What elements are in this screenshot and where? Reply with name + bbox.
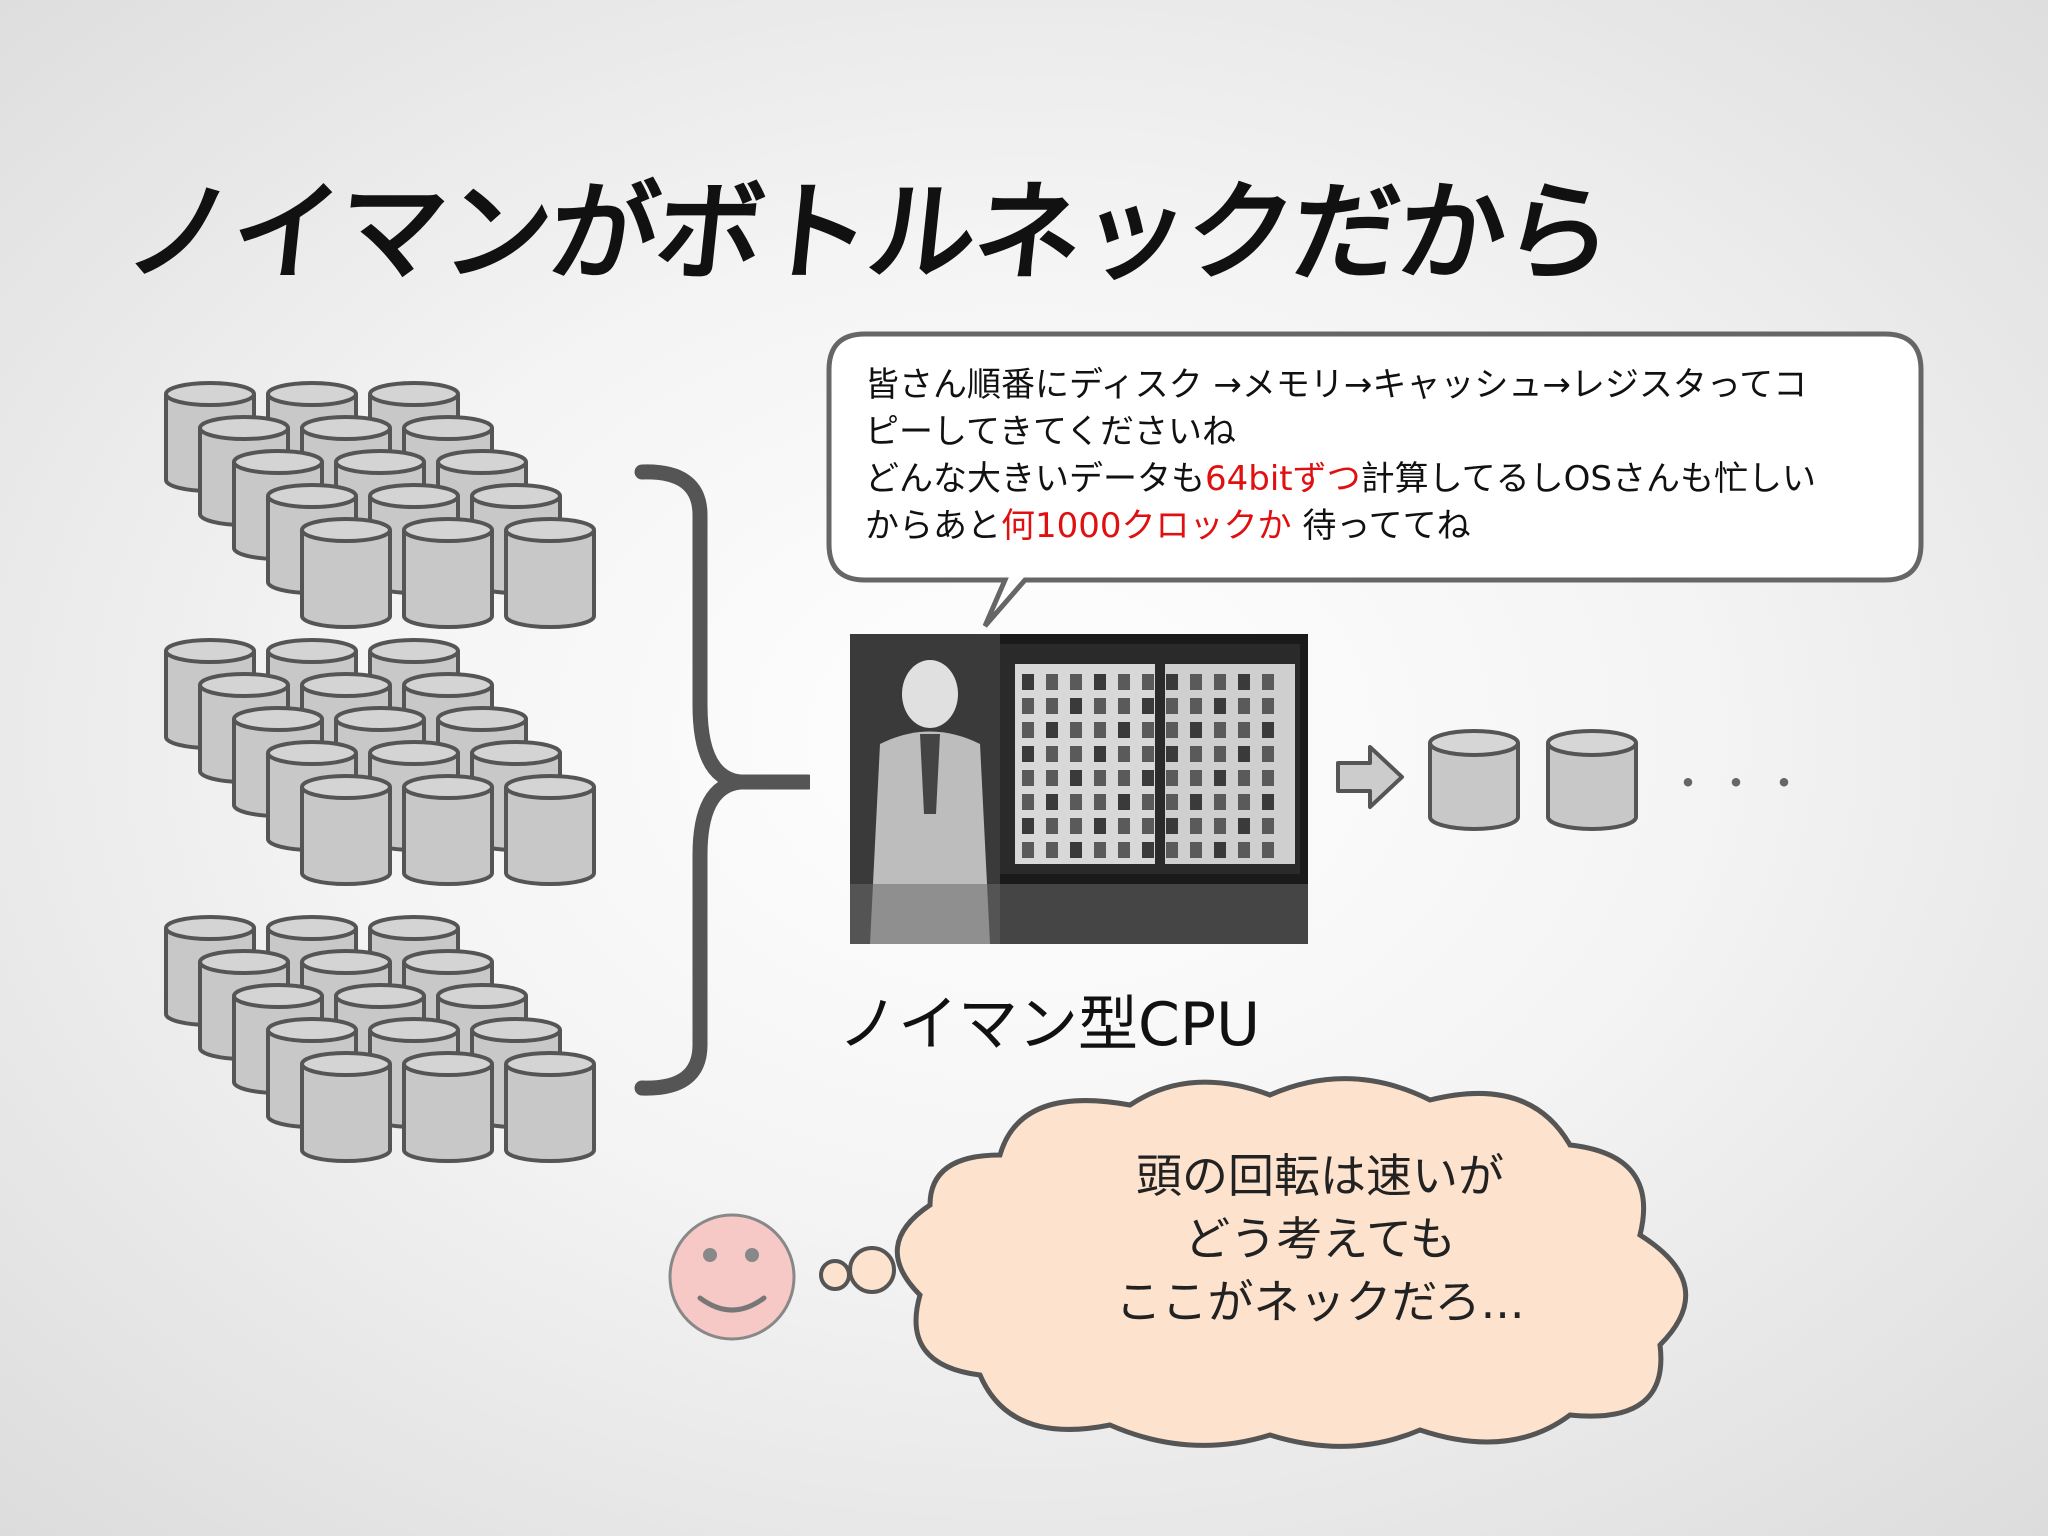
thought-line-3: ここがネックだろ... <box>1115 1275 1525 1329</box>
speech-line-4b: 待っててね <box>1291 506 1471 546</box>
speech-line-3b: 計算してるしOSさんも忙しい <box>1360 459 1816 499</box>
disk-group-bottom <box>164 915 596 1163</box>
disk-icon <box>504 774 596 886</box>
slide-title: ノイマンがボトルネックだから <box>119 171 1617 296</box>
curly-bracket <box>634 464 810 1096</box>
smiley-icon <box>668 1213 796 1341</box>
von-neumann-photo <box>850 634 1308 944</box>
speech-line-2: ピーしてきてくださいね <box>865 412 1236 452</box>
thought-cloud <box>819 1076 1689 1449</box>
disk-icon <box>504 517 596 629</box>
disk-group-middle <box>164 638 596 886</box>
speech-bubble <box>826 331 1924 628</box>
disk-icon <box>300 774 392 886</box>
speech-line-4a: からあと <box>865 506 1001 546</box>
speech-line-1: 皆さん順番にディスク →メモリ→キャッシュ→レジスタってコ <box>865 365 1808 405</box>
disk-icon <box>402 517 494 629</box>
speech-highlight-clock: 何1000クロックか <box>1001 506 1292 546</box>
thought-line-2: どう考えても <box>1184 1212 1456 1266</box>
thought-bubble-small <box>819 1259 851 1291</box>
speech-line-3a: どんな大きいデータも <box>865 459 1205 499</box>
sequential-flow: ・・・・ <box>1336 729 1810 831</box>
disk-icon <box>402 1051 494 1163</box>
disk-group-top <box>164 381 596 629</box>
disk-icon <box>300 517 392 629</box>
disk-icon <box>1546 729 1638 831</box>
disk-icon <box>402 774 494 886</box>
right-arrow-icon <box>1336 745 1404 809</box>
disk-icon <box>1428 729 1520 831</box>
thought-bubble-large <box>848 1246 896 1294</box>
flow-ellipsis: ・・・・ <box>1668 761 1810 807</box>
cpu-label: ノイマン型CPU <box>838 990 1260 1060</box>
thought-text: 頭の回転は速いが どう考えても ここがネックだろ... <box>1010 1145 1630 1334</box>
speech-highlight-64bit: 64bitずつ <box>1205 459 1361 499</box>
thought-line-1: 頭の回転は速いが <box>1136 1149 1504 1203</box>
speech-text: 皆さん順番にディスク →メモリ→キャッシュ→レジスタってコ ピーしてきてください… <box>865 362 1895 550</box>
disk-icon <box>300 1051 392 1163</box>
disk-icon <box>504 1051 596 1163</box>
